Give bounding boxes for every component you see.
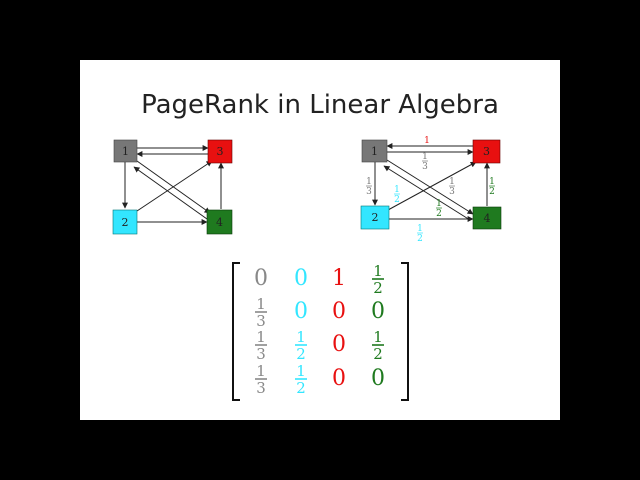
matrix-entry-denominator: 2	[373, 345, 383, 363]
matrix-cell-r1-c1: 0	[254, 266, 268, 291]
matrix-entry-denominator: 2	[296, 379, 306, 397]
matrix-cell-r2-c3: 0	[332, 299, 346, 324]
matrix-entry: 0	[254, 266, 268, 291]
matrix-entry: 0	[294, 266, 308, 291]
matrix-entry-numerator: 1	[256, 362, 266, 380]
left-edges	[122, 145, 224, 225]
right-edge-2-3	[387, 161, 477, 211]
right-node-1-label: 1	[371, 145, 378, 158]
matrix-entry-numerator: 1	[296, 328, 306, 346]
edge-label-4-3: 12	[489, 177, 495, 197]
matrix-entry: 0	[371, 366, 385, 391]
left-edge-4-1	[133, 166, 208, 220]
left-node-2	[112, 209, 138, 235]
matrix-entry-numerator: 1	[296, 362, 306, 380]
matrix-entry-numerator: 1	[373, 262, 383, 280]
matrix-cell-r1-c3: 1	[332, 266, 346, 291]
edge-label-1-2: 13	[366, 177, 372, 197]
matrix-cell-r4-c1: 13	[255, 362, 267, 397]
edge-label-numerator: 1	[366, 177, 372, 187]
right-edge-4-1	[383, 165, 471, 221]
matrix-cell-r4-c4: 0	[371, 366, 385, 391]
matrix-entry: 1	[332, 266, 346, 291]
right-edges	[372, 143, 490, 222]
edge-label-denominator: 2	[394, 195, 400, 205]
matrix-entry-numerator: 1	[256, 328, 266, 346]
right-node-4	[472, 206, 502, 230]
edge-label-denominator: 2	[436, 209, 442, 219]
left-edge-2-3	[136, 160, 213, 212]
matrix-entry: 0	[371, 299, 385, 324]
matrix-cell-r1-c2: 0	[294, 266, 308, 291]
left-node-1-label: 1	[122, 145, 129, 158]
left-node-2-label: 2	[122, 216, 129, 229]
edge-label-denominator: 2	[417, 234, 423, 244]
right-node-3-label: 3	[483, 145, 490, 158]
edge-label-denominator: 3	[422, 162, 428, 172]
matrix-cell-r3-c4: 12	[372, 328, 384, 363]
matrix-entry: 0	[332, 366, 346, 391]
matrix-entry-numerator: 1	[373, 328, 383, 346]
right-node-4-label: 4	[484, 212, 491, 225]
matrix-cell-r3-c3: 0	[332, 332, 346, 357]
matrix-cell-r3-c2: 12	[295, 328, 307, 363]
matrix-cell-r2-c1: 13	[255, 295, 267, 330]
edge-label-numerator: 1	[424, 136, 430, 146]
right-node-1	[361, 139, 388, 163]
matrix-cell-r2-c2: 0	[294, 299, 308, 324]
matrix-cell-r4-c2: 12	[295, 362, 307, 397]
left-node-1	[113, 139, 138, 163]
edge-label-numerator: 1	[449, 177, 455, 187]
edge-label-1-4: 13	[449, 177, 455, 197]
matrix-left-bracket	[232, 262, 240, 401]
matrix-cell-r3-c1: 13	[255, 328, 267, 363]
matrix-entry-denominator: 3	[256, 379, 266, 397]
right-node-2-label: 2	[372, 211, 379, 224]
edge-label-1-3: 13	[422, 152, 428, 172]
matrix-entry: 0	[332, 332, 346, 357]
right-node-2	[360, 205, 390, 230]
matrix-entry-denominator: 3	[256, 345, 266, 363]
edge-label-2-4: 12	[417, 224, 423, 244]
slide: PageRank in Linear Algebra 1 3	[80, 60, 560, 420]
left-node-4	[206, 209, 233, 235]
matrix-entry-numerator: 1	[256, 295, 266, 313]
edge-label-numerator: 1	[422, 152, 428, 162]
matrix-entry: 0	[294, 299, 308, 324]
edge-label-2-3: 12	[394, 185, 400, 205]
left-graph: 1 3 2 4	[112, 139, 233, 235]
matrix-cell-r2-c4: 0	[371, 299, 385, 324]
matrix-entry-denominator: 3	[256, 312, 266, 330]
edge-label-4-1: 12	[436, 199, 442, 219]
left-node-3	[207, 139, 233, 164]
edge-label-numerator: 1	[436, 199, 442, 209]
edge-label-denominator: 3	[366, 187, 372, 197]
matrix-entry-denominator: 2	[296, 345, 306, 363]
edge-label-denominator: 3	[449, 187, 455, 197]
edge-label-denominator: 2	[489, 187, 495, 197]
matrix-entry-denominator: 2	[373, 279, 383, 297]
edge-label-3-1: 1	[424, 136, 430, 146]
edge-label-numerator: 1	[394, 185, 400, 195]
slide-title: PageRank in Linear Algebra	[141, 90, 499, 120]
matrix-cell-r1-c4: 12	[372, 262, 384, 297]
matrix-cell-r4-c3: 0	[332, 366, 346, 391]
edge-label-numerator: 1	[417, 224, 423, 234]
edge-label-numerator: 1	[489, 177, 495, 187]
left-node-3-label: 3	[217, 145, 224, 158]
matrix-entry: 0	[332, 299, 346, 324]
left-node-4-label: 4	[216, 216, 223, 229]
slide-canvas: 1 3 2 4 1 3 2	[112, 136, 502, 401]
matrix-right-bracket	[401, 262, 409, 401]
right-node-3	[472, 139, 501, 164]
